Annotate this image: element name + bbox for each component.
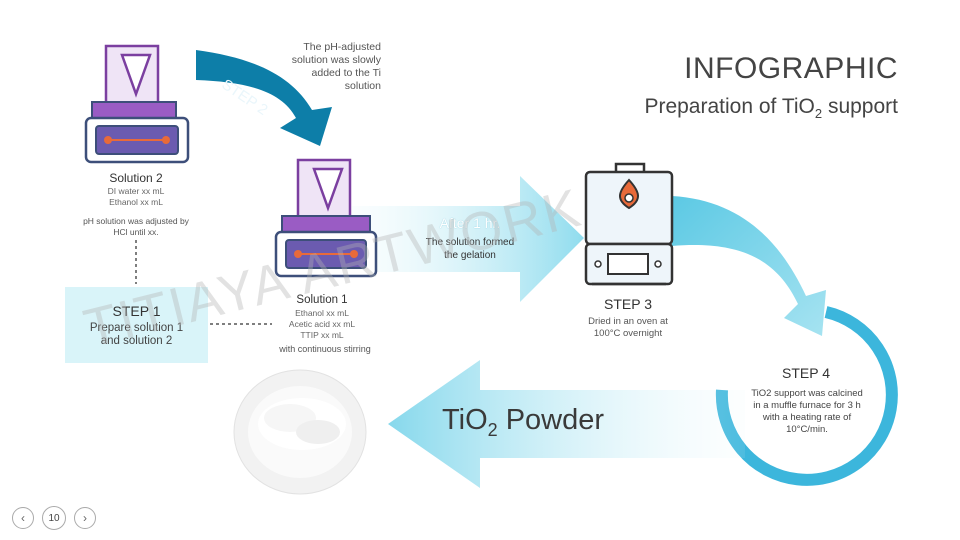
powder-label: TiO2 Powder: [442, 404, 605, 440]
gelation-description: The solution formed the gelation: [425, 237, 515, 261]
step1-title: STEP 1: [112, 303, 161, 319]
step1-box: [65, 287, 208, 363]
prev-page-button[interactable]: ‹: [12, 507, 34, 529]
step2-description: The pH-adjusted solution was slowly adde…: [291, 41, 381, 92]
stirrer-solution2-icon: [84, 44, 190, 164]
solution1-line: Acetic acid xx mL: [288, 319, 356, 329]
step2-arrow: [196, 50, 332, 146]
gelation-arrow: [352, 176, 584, 302]
chevron-left-icon: ‹: [21, 511, 25, 525]
ph-note: pH solution was adjusted by HCl until xx…: [83, 216, 189, 237]
solution1-line: TTIP xx mL: [300, 330, 344, 340]
chevron-right-icon: ›: [83, 511, 87, 525]
step4-description: TiO2 support was calcined in a muffle fu…: [751, 388, 863, 435]
solution2-line: Ethanol xx mL: [109, 197, 163, 207]
page-title: INFOGRAPHIC: [684, 52, 898, 85]
solution2-line: DI water xx mL: [107, 186, 165, 196]
step3-title: STEP 3: [604, 296, 652, 312]
page-number: 10: [42, 506, 66, 530]
solution1-title: Solution 1: [296, 294, 348, 306]
solution2-title: Solution 2: [109, 171, 163, 185]
stirring-note: with continuous stirring: [279, 344, 371, 354]
page-subtitle: Preparation of TiO2 support: [644, 95, 898, 122]
step3-curve-arrow: [672, 196, 826, 336]
tio2-powder-image: [233, 369, 367, 495]
stirrer-solution1-icon: [274, 158, 378, 278]
powder-arrow: [388, 360, 745, 488]
step3-description: Dried in an oven at 100°C overnight: [588, 316, 668, 339]
next-page-button[interactable]: ›: [74, 507, 96, 529]
gelation-title: After 1 hr.: [439, 215, 501, 231]
step4-title: STEP 4: [782, 365, 830, 381]
step1-description: Prepare solution 1 and solution 2: [89, 322, 184, 347]
solution1-line: Ethanol xx mL: [295, 308, 349, 318]
oven-icon: [584, 162, 674, 286]
